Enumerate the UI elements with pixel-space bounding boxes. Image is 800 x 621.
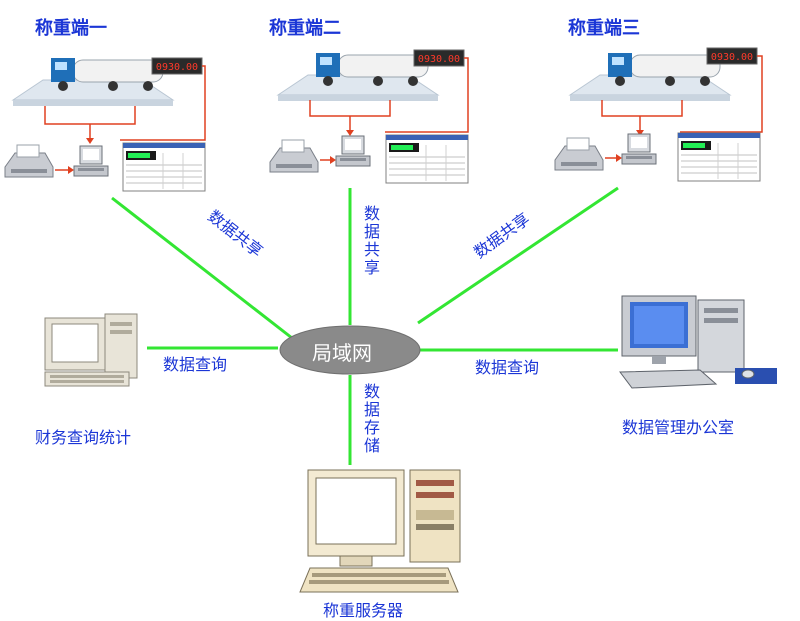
truck-scale-icon-3 <box>569 52 731 102</box>
station-2: 0930.00 <box>269 49 469 184</box>
display-value-1: 0930.00 <box>156 62 198 73</box>
display-value-3: 0930.00 <box>711 52 753 63</box>
software-window-icon-3 <box>677 132 761 182</box>
truck-scale-icon-1 <box>12 57 174 107</box>
link-station-3 <box>417 186 619 325</box>
server-computer-icon <box>299 469 461 593</box>
station-1: 0930.00 <box>4 57 206 192</box>
share-label-1: 数据共享 <box>204 206 266 260</box>
signal-wire-3 <box>680 55 763 133</box>
query-label-right: 数据查询 <box>475 358 540 377</box>
share-label-2: 数据共享 <box>361 205 380 277</box>
server-label: 称重服务器 <box>323 601 404 620</box>
scale-wire-1 <box>44 106 136 125</box>
station-1-title: 称重端一 <box>35 18 107 39</box>
link-station-1 <box>111 196 293 340</box>
lan-hub-label: 局域网 <box>312 341 372 365</box>
printer-icon-2 <box>269 139 319 173</box>
station-2-title: 称重端二 <box>269 18 341 39</box>
management-computer-icon <box>619 295 777 389</box>
query-label-left: 数据查询 <box>163 355 228 374</box>
scale-wire-2 <box>309 100 391 117</box>
display-value-2: 0930.00 <box>418 54 460 65</box>
signal-wire-1 <box>120 65 206 141</box>
share-label-3: 数据共享 <box>470 209 533 262</box>
software-window-icon-1 <box>122 142 206 192</box>
lan-hub <box>279 325 421 375</box>
finance-label: 财务查询统计 <box>35 428 132 447</box>
management-label: 数据管理办公室 <box>622 418 735 437</box>
finance-computer-icon <box>44 313 138 387</box>
computer-icon-1 <box>73 145 109 177</box>
printer-icon-3 <box>554 137 604 171</box>
station-3-title: 称重端三 <box>568 18 640 39</box>
scale-wire-3 <box>601 100 683 117</box>
computer-icon-2 <box>335 135 371 167</box>
printer-icon-1 <box>4 144 54 178</box>
storage-label: 数据存储 <box>361 383 380 455</box>
station-3: 0930.00 <box>554 47 763 182</box>
software-window-icon-2 <box>385 134 469 184</box>
signal-wire-2 <box>385 57 469 133</box>
computer-icon-3 <box>621 133 657 165</box>
